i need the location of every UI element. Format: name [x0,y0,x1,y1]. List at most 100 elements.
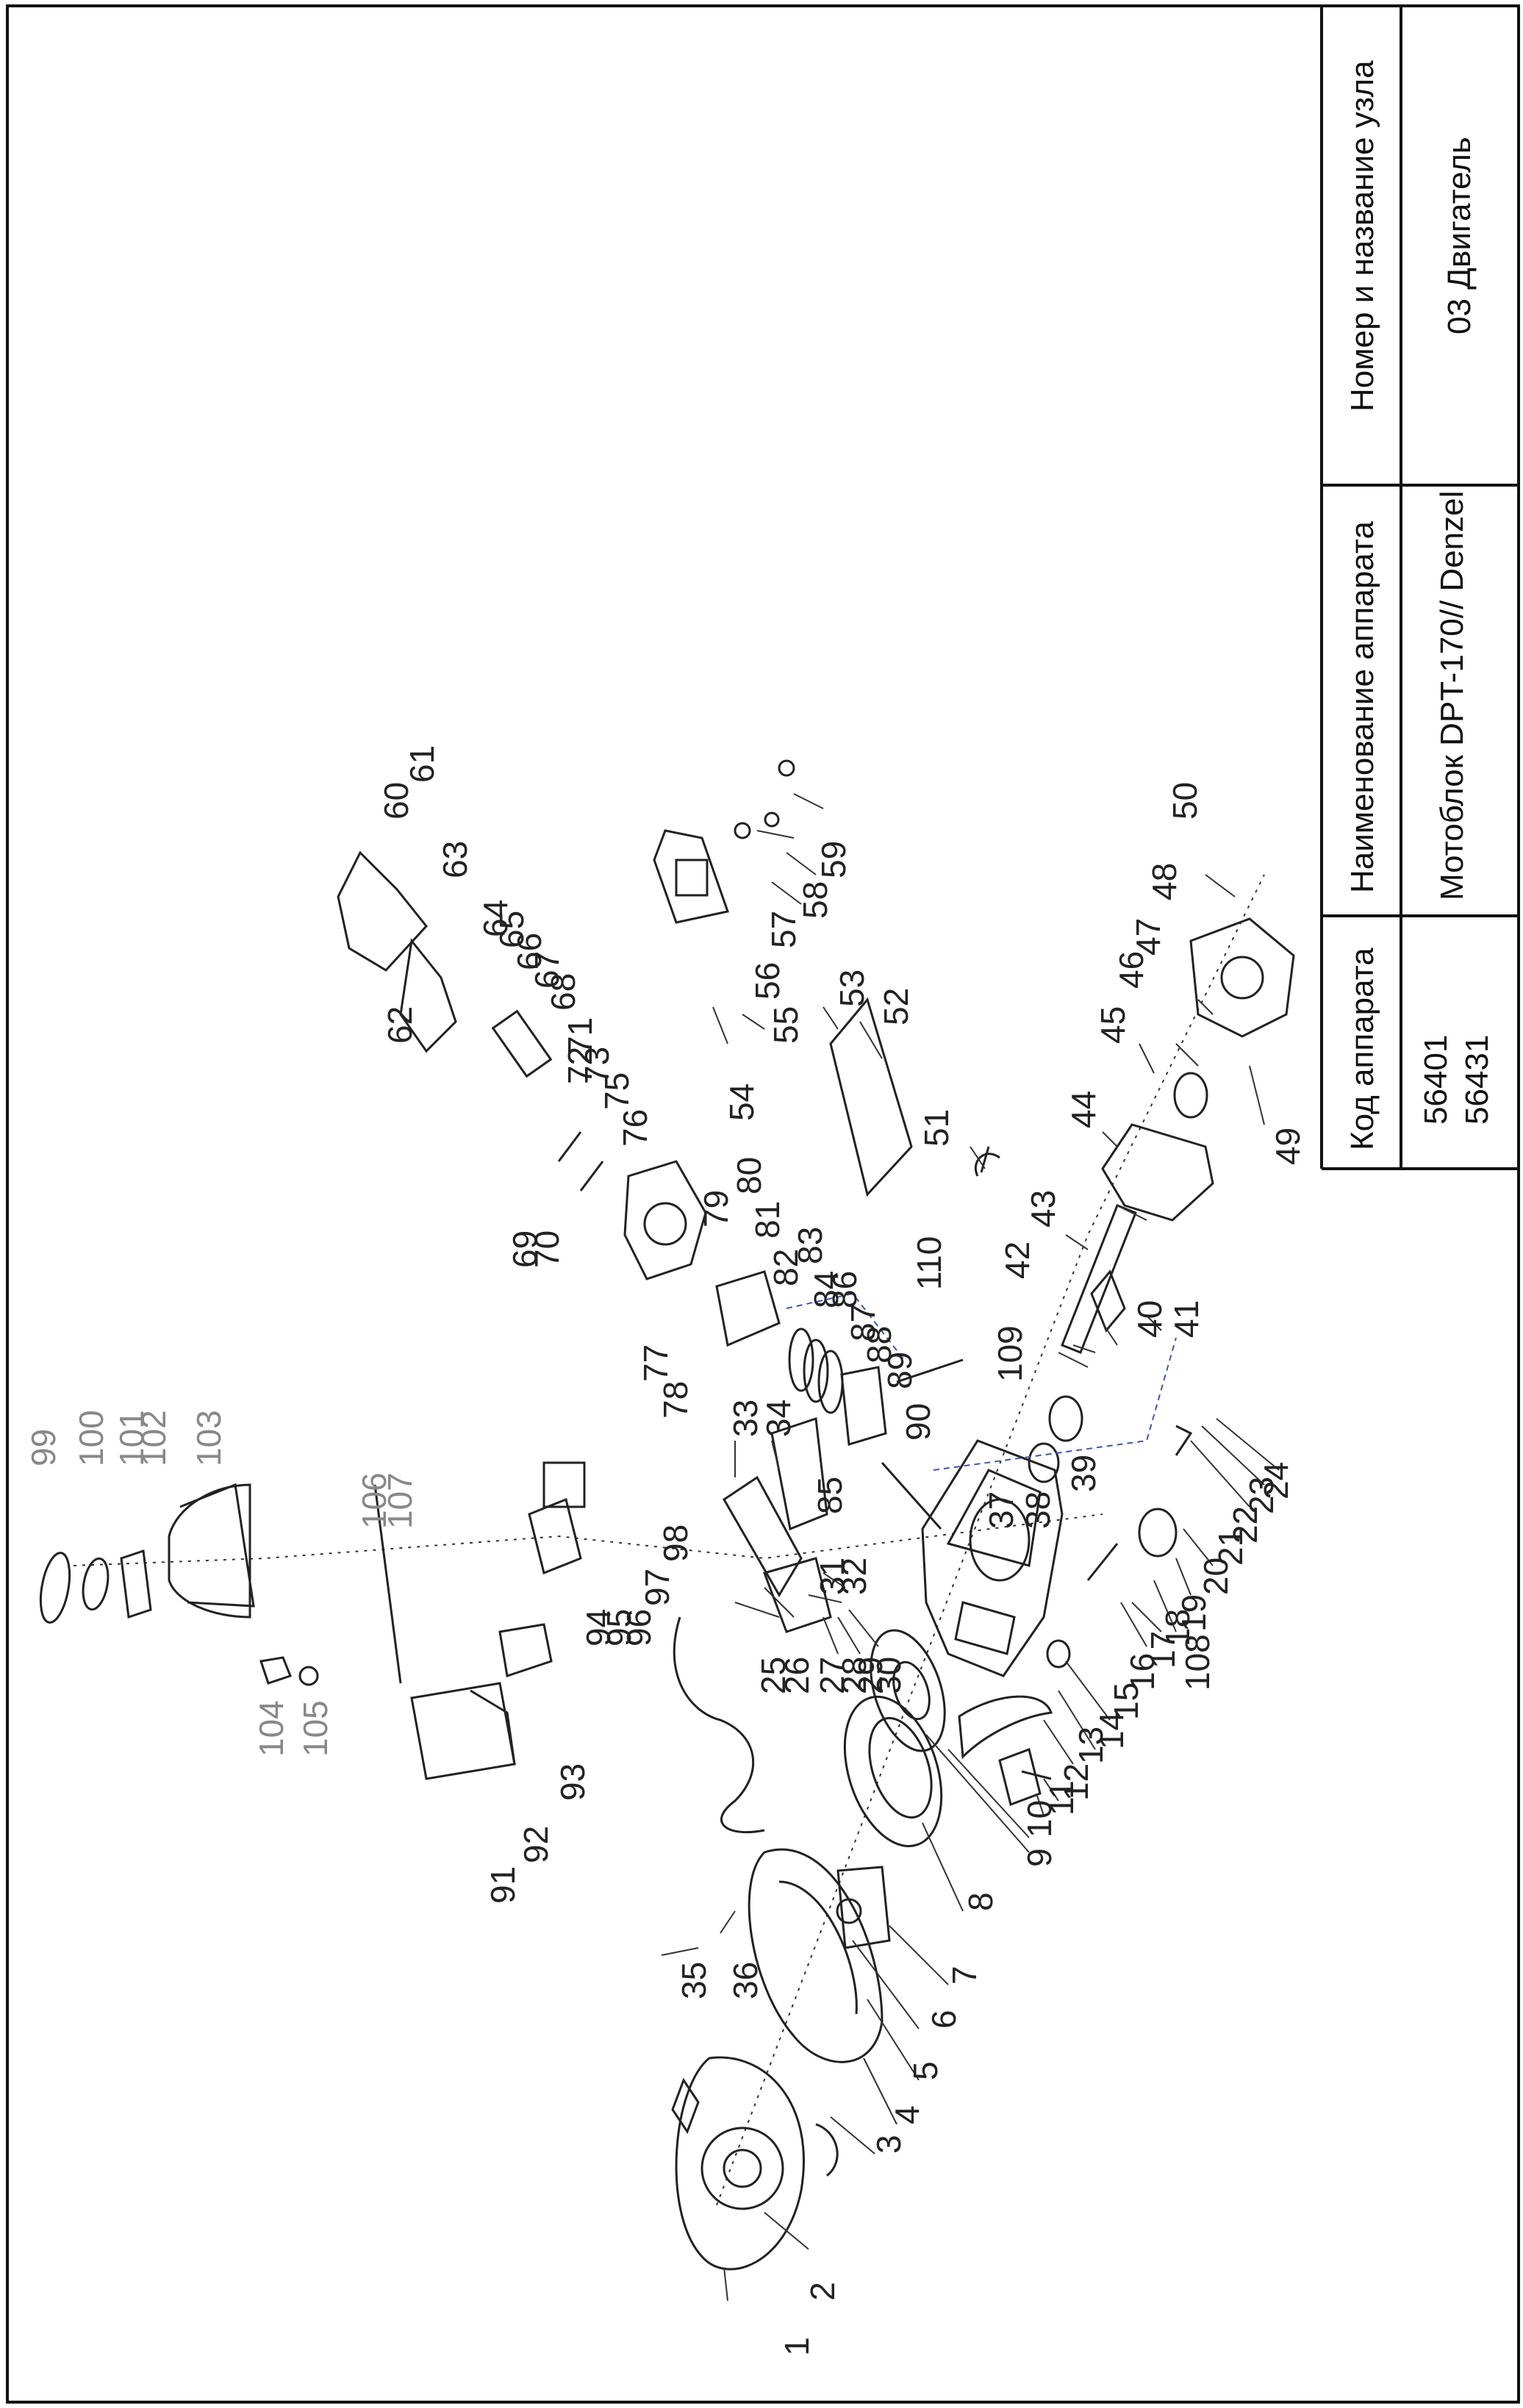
fuel-axis [73,1513,1103,1566]
callout-105: 105 [296,1700,334,1757]
piston-assembly [788,1327,887,1446]
ignition-coil [998,1748,1052,1806]
cover-plate [722,1475,803,1597]
callout-84: 84 [807,1271,845,1308]
drawing-frame [6,4,1520,2404]
callout-52: 52 [877,988,915,1025]
callout-96: 96 [620,1609,658,1646]
leader-lines [661,793,1280,2301]
callout-39: 39 [1064,1455,1103,1492]
carburetor [498,1461,586,1677]
title-block: Код аппарата 56401 56431 Наименование ап… [1320,4,1520,1170]
bearings [1028,1072,1208,1669]
callout-43: 43 [1024,1190,1062,1228]
callout-88: 88 [860,1326,898,1364]
callout-10: 10 [1020,1800,1058,1838]
callout-14: 14 [1092,1712,1130,1749]
flywheel-housing [870,1629,946,1752]
fuel-valve [259,1656,319,1686]
callout-73: 73 [578,1047,616,1084]
callout-labels: 1 2 3 4 5 6 7 8 9 10 11 12 13 14 15 16 1… [24,745,1307,2356]
callout-42: 42 [998,1241,1036,1279]
callout-79: 79 [697,1190,735,1228]
callout-55: 55 [767,1006,805,1044]
flywheel [843,1695,943,1848]
callout-15: 15 [1107,1683,1145,1720]
callout-16: 16 [1123,1653,1161,1691]
callout-109: 109 [991,1325,1029,1382]
callout-17: 17 [1144,1631,1182,1669]
callout-95: 95 [600,1609,638,1646]
callout-48: 48 [1145,863,1183,900]
callout-12: 12 [1057,1763,1095,1801]
fan-cover [748,1848,884,2063]
callout-90: 90 [899,1403,937,1441]
callout-72: 72 [561,1047,599,1084]
callout-81: 81 [748,1201,786,1239]
callout-93: 93 [553,1763,592,1801]
callout-38: 38 [1019,1491,1057,1529]
callout-28: 28 [835,1657,873,1694]
ref-line-110 [786,1292,905,1361]
callout-66: 66 [510,933,548,970]
callout-77: 77 [637,1344,675,1382]
callout-35: 35 [675,1962,713,1999]
ignition-wire [673,1616,765,1834]
governor-parts [1086,1425,1193,1581]
name-header: Наименование аппарата [1344,521,1380,893]
cover-27 [763,1557,832,1633]
callout-8: 8 [961,1892,1000,1911]
callout-110: 110 [910,1236,948,1290]
callout-4: 4 [888,2105,926,2124]
callout-99: 99 [24,1429,62,1466]
callout-41: 41 [1167,1300,1205,1338]
callout-75: 75 [598,1072,636,1110]
muffler [653,759,795,924]
callout-85: 85 [811,1477,849,1514]
callout-65: 65 [492,911,531,948]
recoil-starter [671,2056,839,2271]
callout-5: 5 [906,2061,945,2080]
callout-22: 22 [1226,1506,1264,1544]
code-value-1: 56401 [1418,1035,1454,1125]
callout-94: 94 [579,1609,617,1646]
crankcase [921,1439,1064,1677]
assembly-axis [716,874,1265,2206]
governor-arm [770,1416,828,1531]
crankshaft [1061,1204,1137,1354]
callout-3: 3 [870,2135,908,2154]
callout-47: 47 [1129,918,1167,956]
callout-9: 9 [1020,1848,1058,1867]
air-filter [410,1682,516,1780]
callout-80: 80 [730,1157,768,1194]
callout-70: 70 [528,1230,566,1268]
callout-7: 7 [945,1966,983,1985]
callout-101: 101 [112,1410,151,1466]
callout-45: 45 [1094,1006,1132,1044]
callout-1: 1 [778,2337,816,2356]
callout-54: 54 [723,1083,761,1121]
callout-100: 100 [72,1410,110,1466]
callout-36: 36 [726,1962,764,1999]
rocker-cover [337,850,457,1053]
callout-31: 31 [813,1558,851,1595]
callout-102: 102 [135,1410,173,1466]
node-header: Номер и название узла [1344,60,1380,412]
callout-49: 49 [1269,1128,1307,1165]
code-header: Код аппарата [1344,947,1380,1150]
callout-37: 37 [982,1491,1020,1529]
callout-2: 2 [803,2282,842,2301]
callout-61: 61 [403,745,441,783]
callout-25: 25 [754,1657,792,1694]
callout-89: 89 [881,1352,919,1389]
callout-30: 30 [870,1657,908,1694]
callout-29: 29 [851,1657,889,1694]
callout-40: 40 [1130,1300,1169,1338]
callout-46: 46 [1112,951,1150,989]
callout-78: 78 [656,1381,695,1419]
callout-107: 107 [381,1472,419,1529]
callout-86: 86 [825,1271,864,1308]
callout-21: 21 [1211,1528,1250,1566]
callout-59: 59 [814,841,853,878]
